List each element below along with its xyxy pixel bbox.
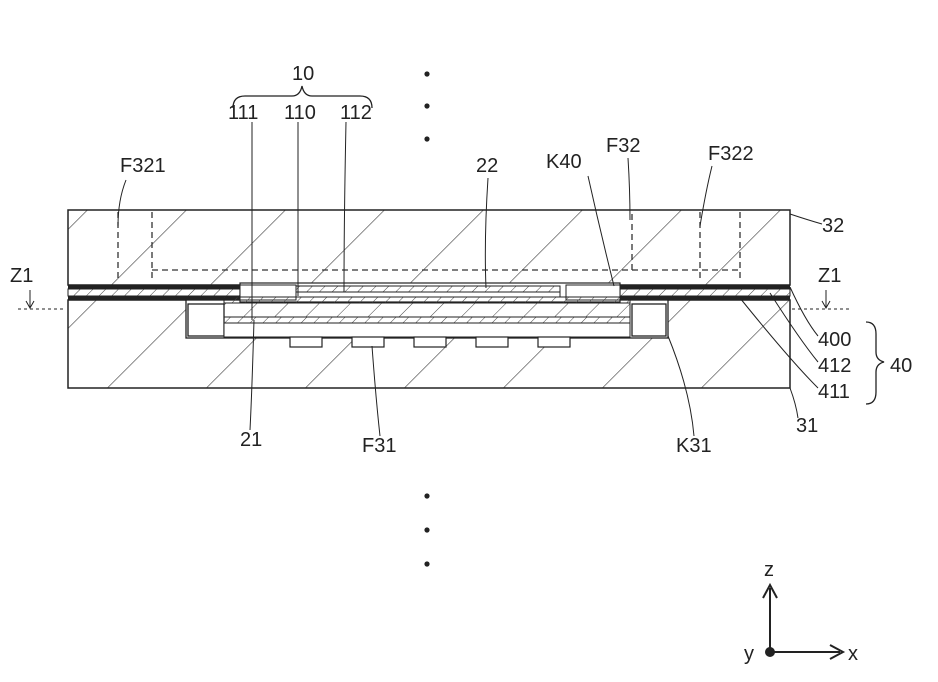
label-f31: F31 xyxy=(362,435,396,457)
brace-40 xyxy=(866,322,884,404)
upper-substrate-32 xyxy=(68,210,790,285)
label-32: 32 xyxy=(822,215,844,237)
pad-f31 xyxy=(414,337,446,347)
axis-label-z: z xyxy=(764,559,774,581)
ellipsis-top xyxy=(424,71,429,141)
leader-400 xyxy=(790,287,818,336)
pad-f31 xyxy=(476,337,508,347)
label-f322: F322 xyxy=(708,143,754,165)
label-400: 400 xyxy=(818,329,851,351)
label-k31: K31 xyxy=(676,435,712,457)
label-112: 112 xyxy=(340,102,372,124)
label-f321: F321 xyxy=(120,155,166,177)
pad-f31 xyxy=(538,337,570,347)
label-31: 31 xyxy=(796,415,818,437)
leader-32 xyxy=(790,214,822,224)
bump-right xyxy=(632,304,666,336)
label-412: 412 xyxy=(818,355,851,377)
layer-111 xyxy=(224,303,630,317)
label-111: 111 xyxy=(228,102,258,124)
ellipsis-bottom xyxy=(424,493,429,566)
label-110: 110 xyxy=(284,102,316,124)
pad-f31 xyxy=(352,337,384,347)
label-40: 40 xyxy=(890,355,912,377)
axis-indicator xyxy=(763,585,843,659)
label-10: 10 xyxy=(292,63,314,85)
layer-110 xyxy=(224,297,630,303)
label-z1-left: Z1 xyxy=(10,265,33,287)
axis-label-x: x xyxy=(848,643,858,665)
axis-label-y: y xyxy=(744,643,754,665)
label-f32: F32 xyxy=(606,135,640,157)
label-z1-right: Z1 xyxy=(818,265,841,287)
pad-f31 xyxy=(290,337,322,347)
y-axis-dot xyxy=(766,648,774,656)
electrode-21 xyxy=(224,317,630,323)
electrode-22 xyxy=(296,286,560,292)
label-22: 22 xyxy=(476,155,498,177)
layer-112 xyxy=(296,292,560,297)
label-k40: K40 xyxy=(546,151,582,173)
label-21: 21 xyxy=(240,429,262,451)
leader-31 xyxy=(790,388,798,418)
device-base xyxy=(224,323,630,337)
bump-left xyxy=(188,304,224,336)
label-411: 411 xyxy=(818,381,850,403)
